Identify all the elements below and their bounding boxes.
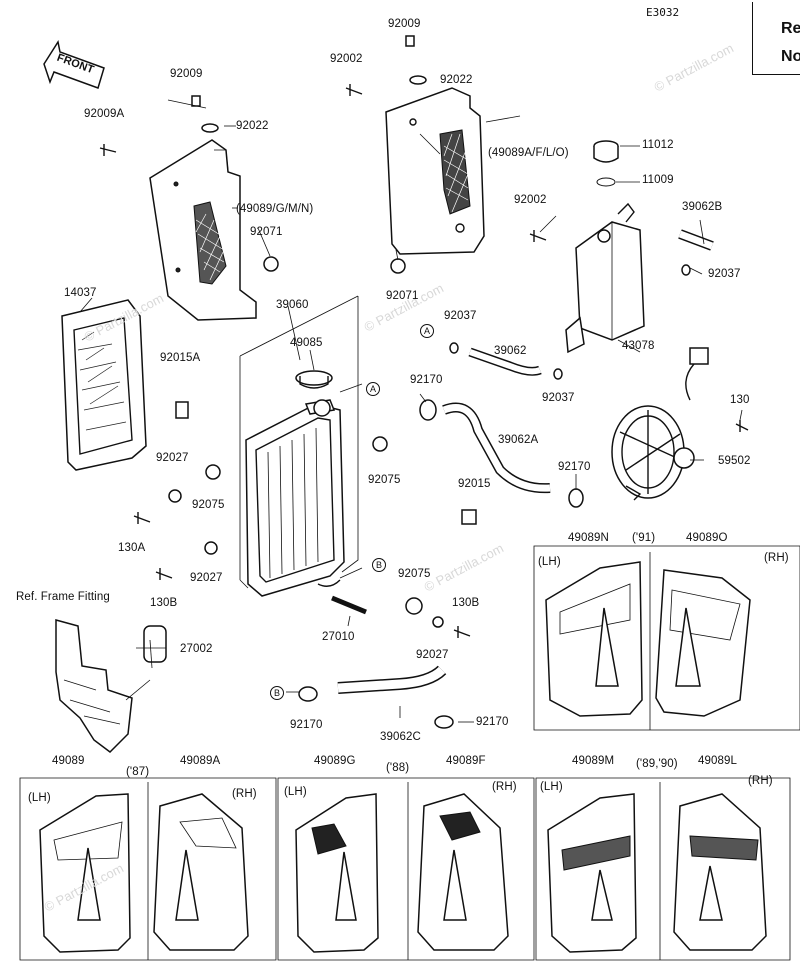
callout-b: B	[372, 558, 386, 572]
left-shroud-part	[149, 139, 257, 321]
part-label: 49089L	[698, 755, 737, 767]
reference-box: Re No	[752, 2, 800, 75]
part-label: Ref. Frame Fitting	[16, 591, 110, 603]
part-label: 49089	[52, 755, 85, 767]
part-label: (49089A/F/L/O)	[488, 147, 569, 159]
reservoir-tank-part	[565, 202, 645, 354]
part-label: ('87)	[126, 766, 150, 778]
part-label: 39062C	[380, 731, 421, 743]
front-arrow	[43, 40, 105, 89]
part-label: 92009	[170, 68, 203, 80]
frame-fitting-part	[55, 619, 167, 753]
shroud-variant-frames	[19, 545, 800, 961]
diagram-code: E3032	[646, 6, 680, 19]
part-label: 92170	[410, 374, 443, 386]
fan-assembly-part	[611, 347, 709, 501]
part-label: 49089N	[568, 532, 609, 544]
part-label: 49089G	[314, 755, 356, 767]
part-label: 92027	[416, 649, 449, 661]
part-label: 92071	[250, 226, 283, 238]
part-label: 92015	[458, 478, 491, 490]
side-label: (LH)	[284, 786, 307, 798]
part-label: 11009	[642, 174, 674, 186]
part-label: 130A	[118, 542, 146, 554]
part-label: 49089O	[686, 532, 728, 544]
part-label: 92037	[708, 268, 741, 280]
part-label: ('89,'90)	[636, 758, 678, 770]
reference-line-1: Re	[781, 20, 800, 37]
right-shroud-part	[385, 87, 485, 255]
part-label: 39062A	[498, 434, 539, 446]
radiator-cap-part	[295, 370, 333, 389]
leader-lines	[79, 99, 743, 723]
part-label: 49085	[290, 337, 323, 349]
fasteners	[99, 35, 749, 638]
part-label: 14037	[64, 287, 97, 299]
callout-a: A	[366, 382, 380, 396]
part-label: 27002	[180, 643, 213, 655]
callout-b: B	[270, 686, 284, 700]
part-label: 92022	[236, 120, 269, 132]
part-label: 39062	[494, 345, 527, 357]
side-label: (RH)	[764, 552, 789, 564]
part-label: 11012	[642, 139, 674, 151]
part-label: (49089/G/M/N)	[236, 203, 314, 215]
shroud-variant-art	[39, 561, 767, 953]
part-label: 92071	[386, 290, 419, 302]
part-label: 43078	[622, 340, 655, 352]
radiator-screen-part	[61, 299, 147, 471]
hoses	[337, 229, 714, 694]
part-label: 92037	[542, 392, 575, 404]
part-label: 130	[730, 394, 750, 406]
part-label: 92015A	[160, 352, 201, 364]
clamps	[298, 264, 691, 729]
side-label: (LH)	[538, 556, 561, 568]
side-label: (RH)	[748, 775, 773, 787]
part-label: 92170	[290, 719, 323, 731]
part-label: 92009A	[84, 108, 125, 120]
part-label: 130B	[150, 597, 178, 609]
reference-line-2: No	[781, 48, 800, 65]
part-label: ('88)	[386, 762, 410, 774]
reservoir-cap-part	[593, 140, 619, 187]
side-label: (LH)	[540, 781, 563, 793]
part-label: 92002	[330, 53, 363, 65]
part-label: 92170	[476, 716, 509, 728]
part-label: 92009	[388, 18, 421, 30]
part-label: 27010	[322, 631, 355, 643]
part-label: 92170	[558, 461, 591, 473]
callout-a: A	[420, 324, 434, 338]
part-label: 49089A	[180, 755, 221, 767]
part-label: 130B	[452, 597, 480, 609]
part-label: 92027	[190, 572, 223, 584]
part-label: ('91)	[632, 532, 656, 544]
part-label: 92027	[156, 452, 189, 464]
side-label: (RH)	[232, 788, 257, 800]
part-label: 92075	[192, 499, 225, 511]
part-label: 39060	[276, 299, 309, 311]
part-label: 39062B	[682, 201, 723, 213]
part-label: 92075	[368, 474, 401, 486]
radiator-part	[239, 295, 359, 597]
part-label: 92037	[444, 310, 477, 322]
part-label: 49089F	[446, 755, 486, 767]
part-label: 92002	[514, 194, 547, 206]
part-label: 59502	[718, 455, 751, 467]
side-label: (RH)	[492, 781, 517, 793]
part-label: 92022	[440, 74, 473, 86]
side-label: (LH)	[28, 792, 51, 804]
part-label: 49089M	[572, 755, 615, 767]
part-label: 92075	[398, 568, 431, 580]
